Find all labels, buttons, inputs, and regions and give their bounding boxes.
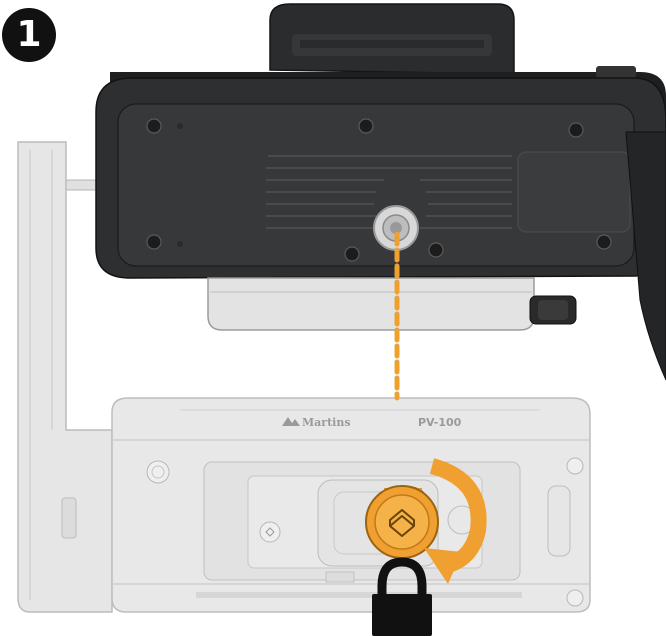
rotate-arrow-icon (424, 458, 487, 584)
camera-body (95, 3, 666, 381)
plate-brand-label: Martins (302, 416, 351, 429)
step-number-badge: 1 (2, 8, 56, 62)
panel-ridges (266, 155, 512, 229)
battery-door (517, 151, 631, 233)
tripod-screw-icon[interactable] (365, 485, 439, 559)
lens-mount (207, 277, 535, 331)
brand-logo (282, 417, 300, 426)
plate-model-label: PV-100 (418, 416, 462, 429)
bracket-pin (65, 179, 101, 191)
lock-icon (372, 557, 432, 636)
tripod-socket-icon (373, 205, 419, 251)
bracket-vertical-arm (17, 141, 113, 613)
panel-screws (146, 118, 612, 262)
